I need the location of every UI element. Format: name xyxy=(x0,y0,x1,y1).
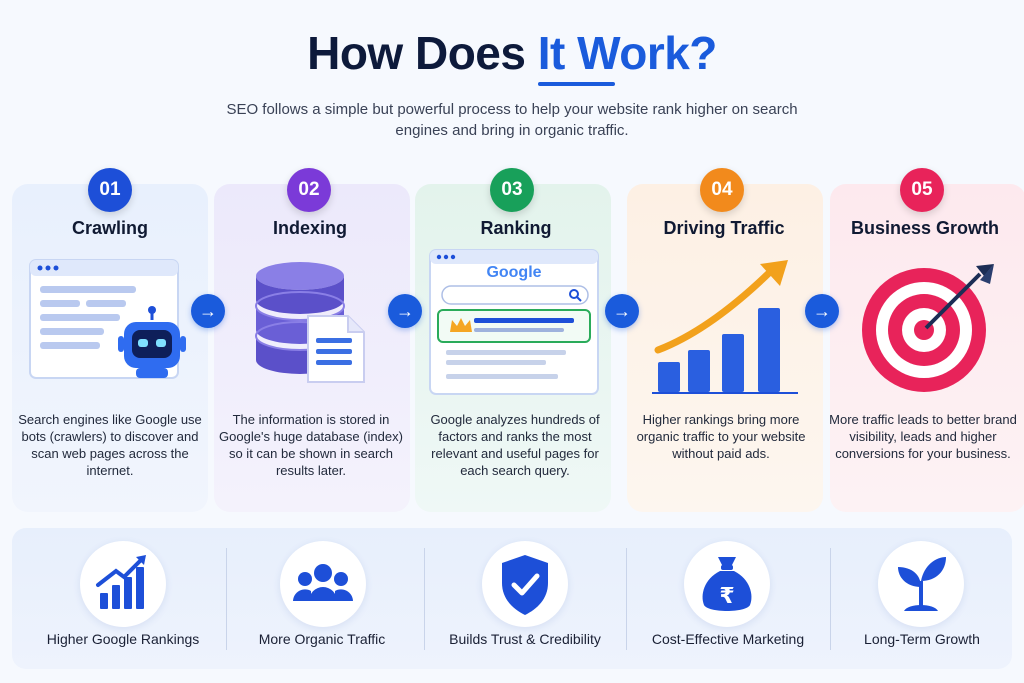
sprout-icon xyxy=(878,541,964,627)
benefit-label: Builds Trust & Credibility xyxy=(449,631,601,647)
step-number-badge: 03 xyxy=(490,168,534,212)
benefit-label: More Organic Traffic xyxy=(258,631,386,647)
step-description: Search engines like Google use bots (cra… xyxy=(18,412,202,478)
step-title: Ranking xyxy=(480,218,552,238)
title-underline xyxy=(538,82,615,86)
benefit-divider xyxy=(626,548,627,650)
step-title: Indexing xyxy=(272,218,347,238)
step-description: More traffic leads to better brand visib… xyxy=(829,412,1017,461)
step-title: Driving Traffic xyxy=(663,218,785,238)
step-description: Google analyzes hundreds of factors and … xyxy=(430,412,600,478)
benefit-label: Cost-Effective Marketing xyxy=(651,631,805,647)
google-logo: Google xyxy=(486,264,542,281)
step-number-badge: 05 xyxy=(900,168,944,212)
benefit-divider xyxy=(830,548,831,650)
step-arrow-icon: → xyxy=(805,294,839,328)
shield-check-icon xyxy=(482,541,568,627)
benefit-label: Long-Term Growth xyxy=(864,631,980,647)
growth-chart-icon xyxy=(652,260,798,394)
step-number-badge: 01 xyxy=(88,168,132,212)
step-arrow-icon: → xyxy=(388,294,422,328)
step-description: The information is stored in Google's hu… xyxy=(219,412,403,478)
page-title: How Does It Work? xyxy=(0,26,1024,80)
users-icon xyxy=(280,541,366,627)
benefit-divider xyxy=(424,548,425,650)
step-title: Crawling xyxy=(71,218,148,238)
step-arrow-icon: → xyxy=(191,294,225,328)
title-main: How Does xyxy=(307,27,526,79)
title-accent: It Work? xyxy=(537,27,718,79)
database-icon xyxy=(255,262,365,383)
money-bag-icon: ₹ xyxy=(684,541,770,627)
search-results-icon: Google xyxy=(428,248,600,396)
rupee-symbol: ₹ xyxy=(719,583,735,608)
step-number-badge: 04 xyxy=(700,168,744,212)
step-number-badge: 02 xyxy=(287,168,331,212)
target-icon xyxy=(862,264,994,392)
step-title: Business Growth xyxy=(850,218,1000,238)
benefit-divider xyxy=(226,548,227,650)
benefit-label: Higher Google Rankings xyxy=(46,631,200,647)
step-arrow-icon: → xyxy=(605,294,639,328)
bar-chart-icon xyxy=(80,541,166,627)
page-subtitle: SEO follows a simple but powerful proces… xyxy=(226,101,798,139)
step-description: Higher rankings bring more organic traff… xyxy=(636,412,806,461)
robot-browser-icon xyxy=(29,259,186,379)
